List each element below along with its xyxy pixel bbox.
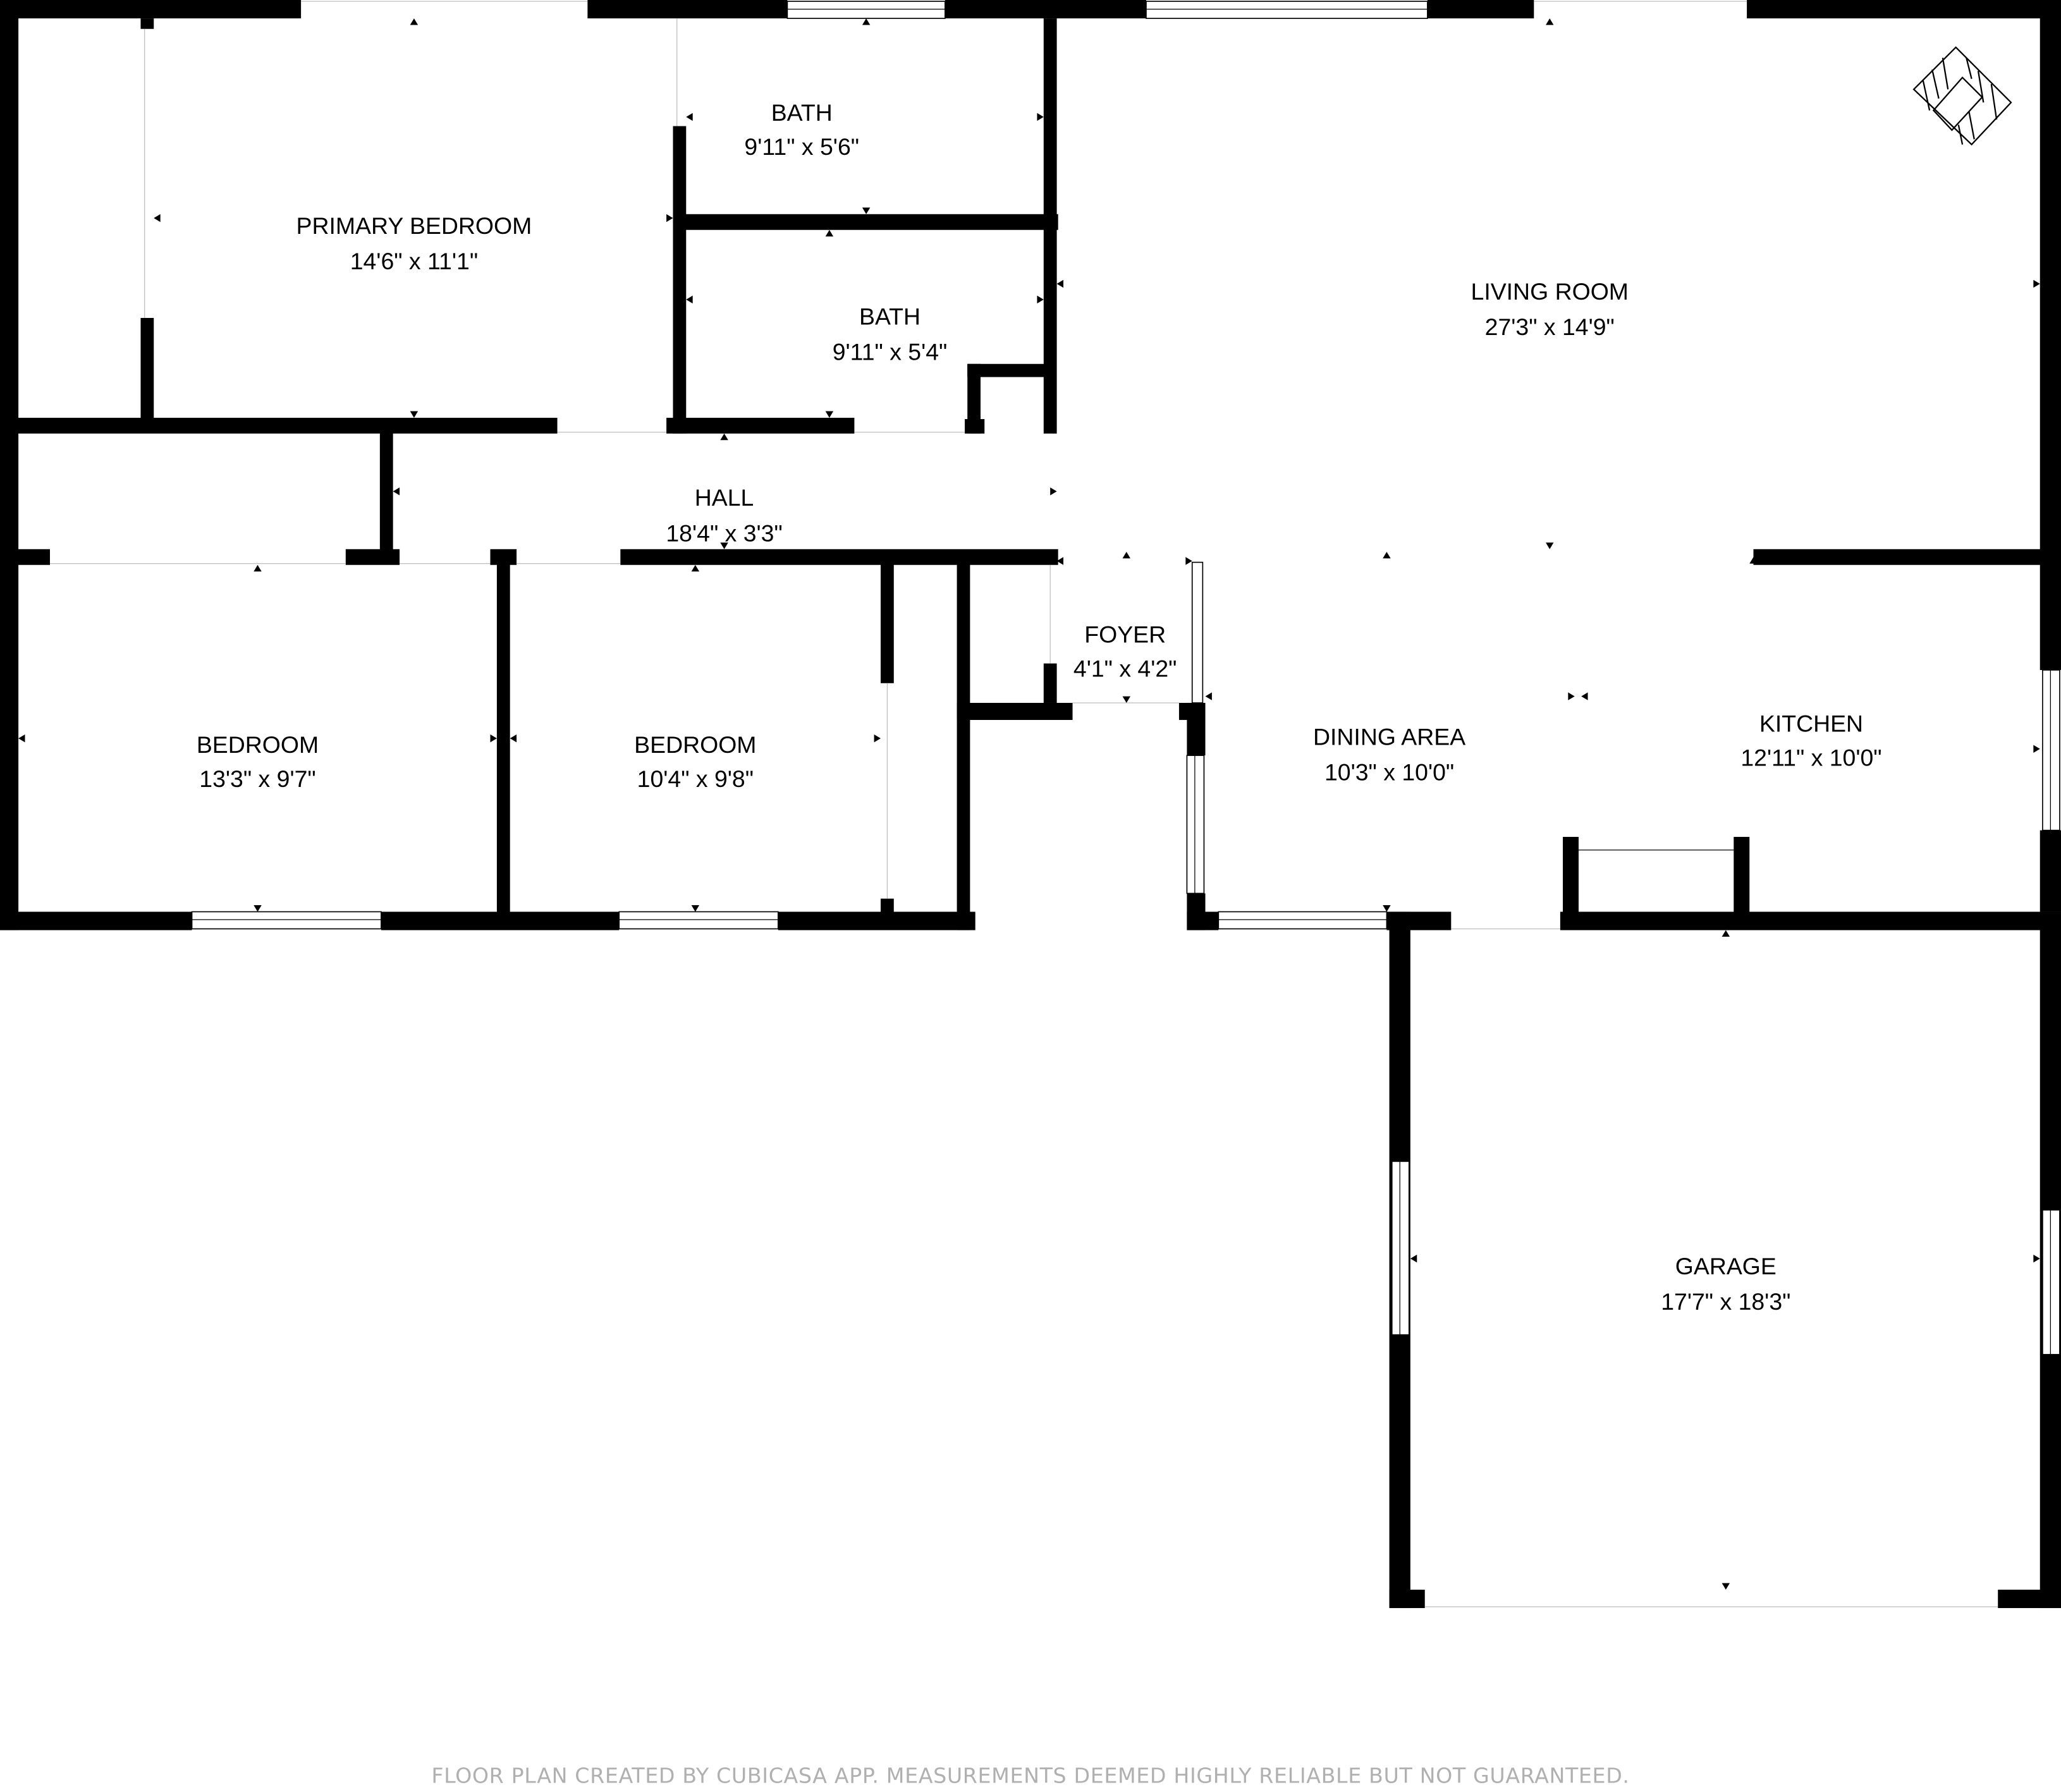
room-dims: 17'7" x 18'3"	[1661, 1288, 1790, 1315]
room-dims: 10'4" x 9'8"	[637, 765, 754, 792]
room-foyer: FOYER 4'1" x 4'2"	[1073, 621, 1177, 681]
room-name: HALL	[695, 484, 754, 511]
room-name: PRIMARY BEDROOM	[297, 212, 532, 239]
room-dims: 18'4" x 3'3"	[666, 520, 782, 546]
disclaimer-footer: FLOOR PLAN CREATED BY CUBICASA APP. MEAS…	[431, 1763, 1629, 1788]
walls	[0, 0, 2061, 1609]
room-name: BATH	[859, 303, 920, 329]
windows	[191, 1, 2060, 1355]
room-dims: 9'11" x 5'4"	[833, 338, 948, 365]
room-dims: 14'6" x 11'1"	[350, 248, 478, 274]
room-name: BATH	[771, 99, 833, 126]
room-dims: 10'3" x 10'0"	[1324, 759, 1454, 786]
room-dims: 13'3" x 9'7"	[199, 765, 315, 792]
room-name: DINING AREA	[1313, 723, 1465, 750]
room-primary-bedroom: PRIMARY BEDROOM 14'6" x 11'1"	[297, 212, 532, 274]
room-dims: 12'11" x 10'0"	[1740, 745, 1881, 771]
dimension-markers	[18, 18, 2040, 1590]
room-name: KITCHEN	[1759, 710, 1863, 737]
room-bath-2: BATH 9'11" x 5'4"	[833, 303, 948, 365]
room-dining-area: DINING AREA 10'3" x 10'0"	[1313, 723, 1465, 785]
room-garage: GARAGE 17'7" x 18'3"	[1661, 1253, 1790, 1315]
door-openings	[50, 1, 1998, 1607]
room-name: BEDROOM	[634, 731, 756, 758]
room-dims: 27'3" x 14'9"	[1485, 314, 1615, 340]
room-bedroom-1: BEDROOM 13'3" x 9'7"	[197, 731, 319, 792]
room-kitchen: KITCHEN 12'11" x 10'0"	[1740, 710, 1881, 771]
room-name: LIVING ROOM	[1471, 278, 1629, 305]
room-bedroom-2: BEDROOM 10'4" x 9'8"	[634, 731, 756, 792]
room-name: FOYER	[1084, 621, 1166, 647]
room-name: BEDROOM	[197, 731, 319, 758]
room-dims: 4'1" x 4'2"	[1073, 655, 1177, 681]
room-living-room: LIVING ROOM 27'3" x 14'9"	[1471, 278, 1629, 340]
room-hall: HALL 18'4" x 3'3"	[666, 484, 782, 546]
fireplace-icon	[1912, 46, 2012, 146]
room-name: GARAGE	[1675, 1253, 1777, 1279]
room-bath-1: BATH 9'11" x 5'6"	[744, 99, 859, 160]
room-dims: 9'11" x 5'6"	[744, 133, 859, 160]
